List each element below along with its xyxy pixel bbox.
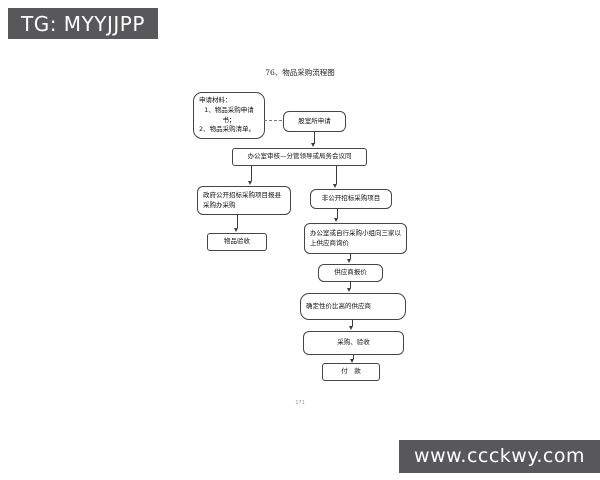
edge-select-to-purchase-arrowhead	[349, 326, 353, 330]
edge-review-to-non-public-bid-line	[336, 166, 337, 184]
edge-quote-to-select-line	[350, 282, 351, 288]
edge-select-to-purchase-line	[352, 320, 353, 326]
materials-item-1: 1、物品采购申请书；	[204, 106, 254, 124]
node-select-supplier-label: 确定性价比高的供应商	[306, 301, 371, 310]
node-purchase-acceptance: 采购、验收	[303, 331, 404, 355]
node-application-materials: 申请材料： 1、物品采购申请书； 2、物品采购清单。	[193, 92, 265, 139]
edge-review-to-non-public-bid-arrowhead	[333, 184, 337, 188]
node-payment: 付 款	[322, 363, 380, 381]
node-department-application: 股室所申请	[283, 111, 346, 132]
edge-review-to-public-bid-line	[251, 166, 252, 181]
edge-apply-to-review-arrowhead	[311, 143, 315, 147]
node-office-review-label: 办公室审核—分管领导或局务会议同	[247, 152, 352, 161]
node-supplier-inquiry: 办公室或自行采购小组向三家以上供应商询价	[304, 223, 407, 254]
node-office-review: 办公室审核—分管领导或局务会议同	[232, 148, 367, 166]
node-goods-acceptance: 物品验收	[207, 233, 267, 251]
node-goods-acceptance-label: 物品验收	[224, 237, 250, 246]
edge-non-public-bid-to-inquiry-line	[337, 209, 338, 218]
node-select-supplier: 确定性价比高的供应商	[300, 293, 406, 320]
node-purchase-acceptance-label: 采购、验收	[337, 338, 370, 347]
edge-public-bid-to-goods-acceptance-arrowhead	[234, 228, 238, 232]
node-supplier-inquiry-label: 办公室或自行采购小组向三家以上供应商询价	[310, 229, 401, 247]
edge-review-to-public-bid-arrowhead	[248, 181, 252, 185]
edge-purchase-to-payment-arrowhead	[350, 359, 354, 363]
edge-inquiry-to-quote-line	[350, 254, 351, 259]
node-payment-label: 付 款	[341, 367, 361, 376]
node-non-public-bidding: 非公开招标采购项目	[310, 189, 392, 209]
node-public-bidding: 政府公开招标采购项目报县采购办采购	[197, 186, 291, 215]
node-department-application-label: 股室所申请	[298, 116, 331, 125]
materials-item-2: 2、物品采购清单。	[199, 125, 256, 134]
node-supplier-quote: 供应商报价	[318, 264, 383, 282]
node-supplier-quote-label: 供应商报价	[334, 268, 367, 277]
node-non-public-bidding-label: 非公开招标采购项目	[321, 194, 381, 203]
edge-quote-to-select-arrowhead	[347, 288, 351, 292]
watermark-bottom-right-text: www.ccckwy.com	[414, 445, 585, 467]
materials-heading: 申请材料：	[199, 96, 232, 105]
node-public-bidding-label: 政府公开招标采购项目报县采购办采购	[203, 191, 281, 209]
edge-public-bid-to-goods-acceptance-line	[237, 215, 238, 228]
edge-materials-to-apply-dashed-line	[264, 120, 282, 121]
edge-apply-to-review-line	[314, 132, 315, 144]
edge-purchase-to-payment-line	[353, 355, 354, 359]
watermark-top-left-text: TG: MYYJJPP	[21, 11, 145, 36]
edge-inquiry-to-quote-arrowhead	[347, 259, 351, 263]
flowchart-title: 76、物品采购流程图	[265, 68, 335, 77]
page-number: 171	[295, 400, 305, 406]
watermark-top-left: TG: MYYJJPP	[8, 8, 158, 39]
watermark-bottom-right: www.ccckwy.com	[399, 440, 600, 473]
edge-non-public-bid-to-inquiry-arrowhead	[334, 218, 338, 222]
